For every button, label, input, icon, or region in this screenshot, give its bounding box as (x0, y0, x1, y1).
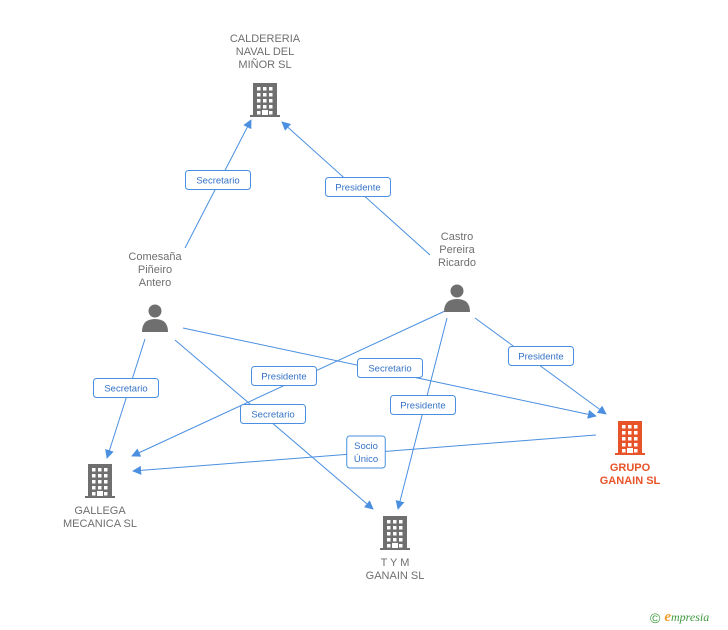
node-label: GRUPO (610, 462, 651, 474)
building-icon (250, 83, 280, 117)
copyright-symbol: © (650, 609, 661, 626)
edge-label-text: Presidente (335, 183, 380, 194)
edge-comesana-to-grupo: Secretario (182, 327, 597, 419)
edge-arrow (105, 338, 146, 459)
brand-logo-initial: e (664, 609, 671, 625)
edge-label: Secretario (185, 170, 251, 190)
edge-castro-to-tym: Presidente (390, 317, 456, 510)
edge-label: Secretario (93, 378, 159, 398)
edge-comesana-to-caldereria: Secretario (184, 119, 252, 249)
building-icon (380, 516, 410, 550)
person-icon (142, 304, 168, 332)
edge-label: Presidente (325, 177, 391, 197)
edge-label-text: Socio (354, 441, 378, 452)
edge-label-text: Secretario (196, 176, 239, 187)
edge-label: Secretario (240, 404, 306, 424)
node-label: Comesaña (128, 251, 182, 263)
node-label: Piñeiro (138, 264, 172, 276)
edge-label-text: Presidente (261, 372, 306, 383)
node-label: Castro (441, 231, 473, 243)
edge-arrow (174, 339, 374, 510)
node-label: Pereira (439, 244, 475, 256)
edge-label: Presidente (508, 346, 574, 366)
edge-comesana-to-gallega: Secretario (93, 338, 159, 459)
edge-castro-to-gallega: Presidente (131, 310, 446, 457)
edge-label: Presidente (390, 395, 456, 415)
node-label: GANAIN SL (600, 475, 661, 487)
brand-logo: empresia (664, 609, 709, 626)
node-label: CALDERERIA (230, 33, 301, 45)
edge-castro-to-caldereria: Presidente (281, 121, 431, 256)
node-label: MIÑOR SL (238, 58, 291, 71)
edge-label: Secretario (357, 358, 423, 378)
edge-label-text: Secretario (251, 410, 294, 421)
edge-comesana-to-tym: Secretario (174, 339, 374, 510)
edge-label-text: Secretario (368, 364, 411, 375)
edge-label: Presidente (251, 366, 317, 386)
edges-layer: SecretarioPresidentePresidenteSecretario… (93, 119, 607, 510)
footer-brand: © empresia (650, 609, 709, 626)
node-label: NAVAL DEL (236, 46, 295, 58)
node-label: Ricardo (438, 257, 476, 269)
edge-castro-to-grupo: Presidente (474, 317, 607, 415)
building-icon (85, 464, 115, 498)
building-icon (615, 421, 645, 455)
node-label: GANAIN SL (366, 570, 425, 582)
edge-label-text: Presidente (400, 401, 445, 412)
edge-label-text: Secretario (104, 384, 147, 395)
edge-label-text: Presidente (518, 352, 563, 363)
person-icon (444, 284, 470, 312)
node-label: MECANICA SL (63, 518, 137, 530)
node-label: GALLEGA (74, 505, 126, 517)
node-label: T Y M (381, 557, 410, 569)
node-label: Antero (139, 277, 171, 289)
brand-logo-text: mpresia (671, 610, 710, 624)
edge-label-text: Único (354, 454, 378, 465)
